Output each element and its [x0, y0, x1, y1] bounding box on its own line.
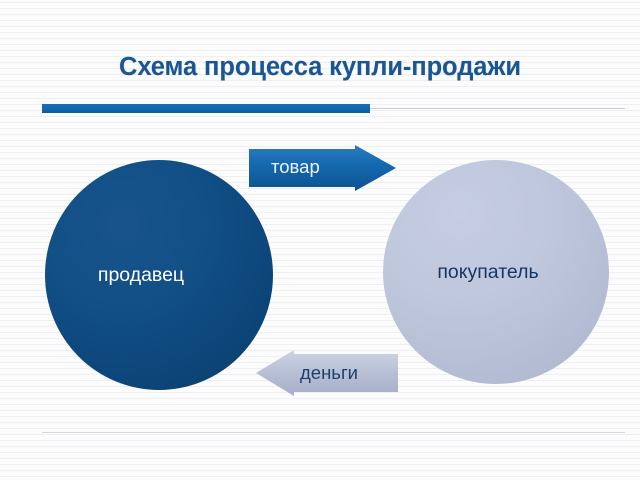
title-block: Схема процесса купли-продажи [0, 52, 640, 82]
page-title: Схема процесса купли-продажи [119, 53, 521, 81]
arrow-money-label: деньги [300, 362, 359, 383]
footer-divider [42, 432, 625, 433]
arrow-money-left[interactable]: деньги [256, 350, 398, 396]
arrow-goods-label: товар [271, 156, 320, 177]
arrow-left-icon [256, 350, 398, 396]
title-divider [42, 104, 625, 113]
node-seller[interactable]: продавец [45, 160, 273, 390]
arrow-goods-right[interactable]: товар [249, 145, 397, 191]
node-seller-label: продавец [97, 263, 185, 286]
arrow-right-icon [249, 145, 396, 191]
node-buyer[interactable]: покупатель [383, 160, 609, 384]
node-buyer-label: покупатель [437, 260, 539, 283]
title-divider-accent-bar [42, 104, 370, 113]
